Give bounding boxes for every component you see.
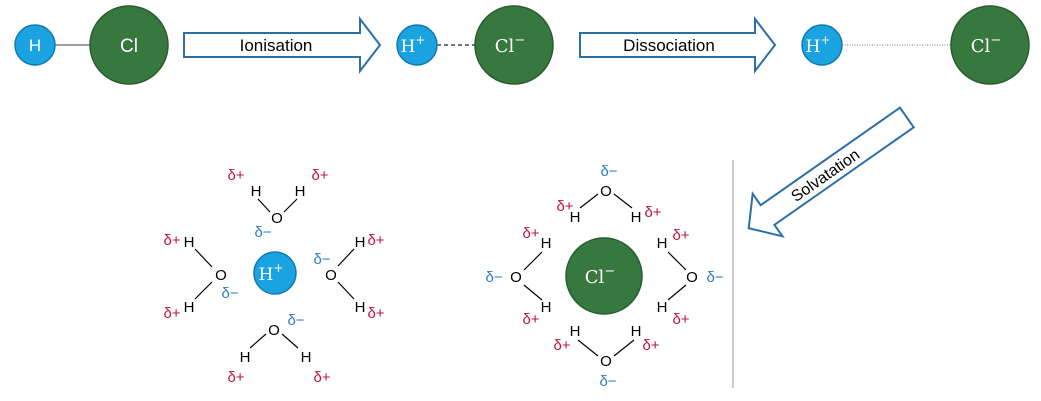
hydrated-chloride-ion-center [565,237,643,315]
partial-positive-label: δ+ [163,305,180,322]
hydrogen-label: H [184,299,195,316]
separated-ions: H+ Cl− [801,5,1030,85]
chlorine-label: Cl [120,36,138,57]
water-molecule-bottom: H H O δ− δ+ δ+ [227,312,330,386]
hcl-molecule: H Cl [14,5,169,85]
oxygen-label: O [600,183,612,200]
partial-positive-label: δ+ [367,232,384,249]
hydrogen-atom [14,24,56,66]
hydrogen-label: H [184,234,195,251]
hydrogen-label: H [295,183,306,200]
partial-negative-label: δ− [485,269,502,286]
hydrated-hydrogen-ion-center [253,251,297,295]
hydrogen-ion-label: H+ [401,33,426,57]
partial-positive-label: δ+ [556,198,573,215]
water-molecule-top: H H O δ+ δ+ δ− [227,167,328,241]
hydrated-hydrogen-ion-label: H+ [259,261,284,285]
hydrogen-label: H [570,209,581,226]
hydrated-hydrogen-ion: H+ H H O δ+ δ+ δ− H H O δ+ δ+ δ− H [163,167,384,386]
hydrogen-label: H [631,209,642,226]
partial-negative-label: δ− [706,269,723,286]
oxygen-label: O [686,269,698,286]
hydrogen-label: H [541,299,552,316]
oxygen-label: O [510,269,522,286]
chlorine-atom [89,5,169,85]
water-molecule-bottom: H H O δ+ δ+ δ− [553,323,659,390]
free-hydrogen-ion [801,24,843,66]
water-molecule-top: O H H δ− δ+ δ+ [556,163,661,226]
hydrogen-label: H [657,235,668,252]
hydrogen-label: H [631,323,642,340]
hydrogen-label: H [657,299,668,316]
solvatation-arrow: Solvatation [747,106,916,238]
partial-positive-label: δ+ [644,204,661,221]
partial-negative-label: δ− [313,251,330,268]
partial-negative-label: δ− [254,224,271,241]
partial-negative-label: δ− [599,373,616,390]
ionisation-label: Ionisation [240,36,313,55]
chloride-ion-label: Cl− [495,33,525,57]
oxygen-label: O [271,210,283,227]
partial-positive-label: δ+ [227,167,244,184]
free-hydrogen-ion-label: H+ [806,33,831,57]
free-chloride-ion [950,5,1030,85]
dissociation-arrow: Dissociation [579,16,777,74]
oxygen-label: O [215,267,227,284]
partial-positive-label: δ+ [672,311,689,328]
hydrogen-label: H [355,299,366,316]
free-chloride-ion-label: Cl− [971,33,1001,57]
chloride-ion [474,5,554,85]
partial-positive-label: δ+ [642,337,659,354]
hydrogen-label: H [251,183,262,200]
partial-positive-label: δ+ [313,369,330,386]
hydrogen-ion [396,24,438,66]
hydrogen-label: H [29,36,41,55]
hydrogen-label: H [301,349,312,366]
partial-positive-label: δ+ [672,227,689,244]
hydrogen-label: H [570,323,581,340]
solvatation-label: Solvatation [788,146,863,205]
hydrated-chloride-ion-label: Cl− [585,264,615,288]
water-molecule-left: H H O δ+ δ+ δ− [163,232,238,322]
oxygen-label: O [268,322,280,339]
partial-positive-label: δ+ [522,225,539,242]
hydrated-chloride-ion: Cl− O H H δ− δ+ δ+ H O H δ+ δ− δ+ H [485,163,723,390]
oxygen-label: O [325,267,337,284]
partial-negative-label: δ− [221,285,238,302]
partial-positive-label: δ+ [553,337,570,354]
hydrogen-label: H [355,234,366,251]
partial-positive-label: δ+ [227,369,244,386]
oxygen-label: O [600,353,612,370]
water-molecule-right: H O H δ+ δ− δ+ [657,227,724,328]
partial-negative-label: δ− [600,163,617,180]
contact-ion-pair: H+ Cl− [396,5,554,85]
ionisation-arrow: Ionisation [183,16,382,74]
water-molecule-right: H H O δ+ δ+ δ− [313,232,384,322]
partial-positive-label: δ+ [311,167,328,184]
partial-positive-label: δ+ [522,311,539,328]
partial-negative-label: δ− [287,312,304,329]
partial-positive-label: δ+ [367,305,384,322]
hydrogen-label: H [541,235,552,252]
partial-positive-label: δ+ [163,232,180,249]
dissociation-label: Dissociation [623,36,715,55]
water-molecule-left: H O H δ+ δ− δ+ [485,225,551,328]
hydrogen-label: H [240,349,251,366]
